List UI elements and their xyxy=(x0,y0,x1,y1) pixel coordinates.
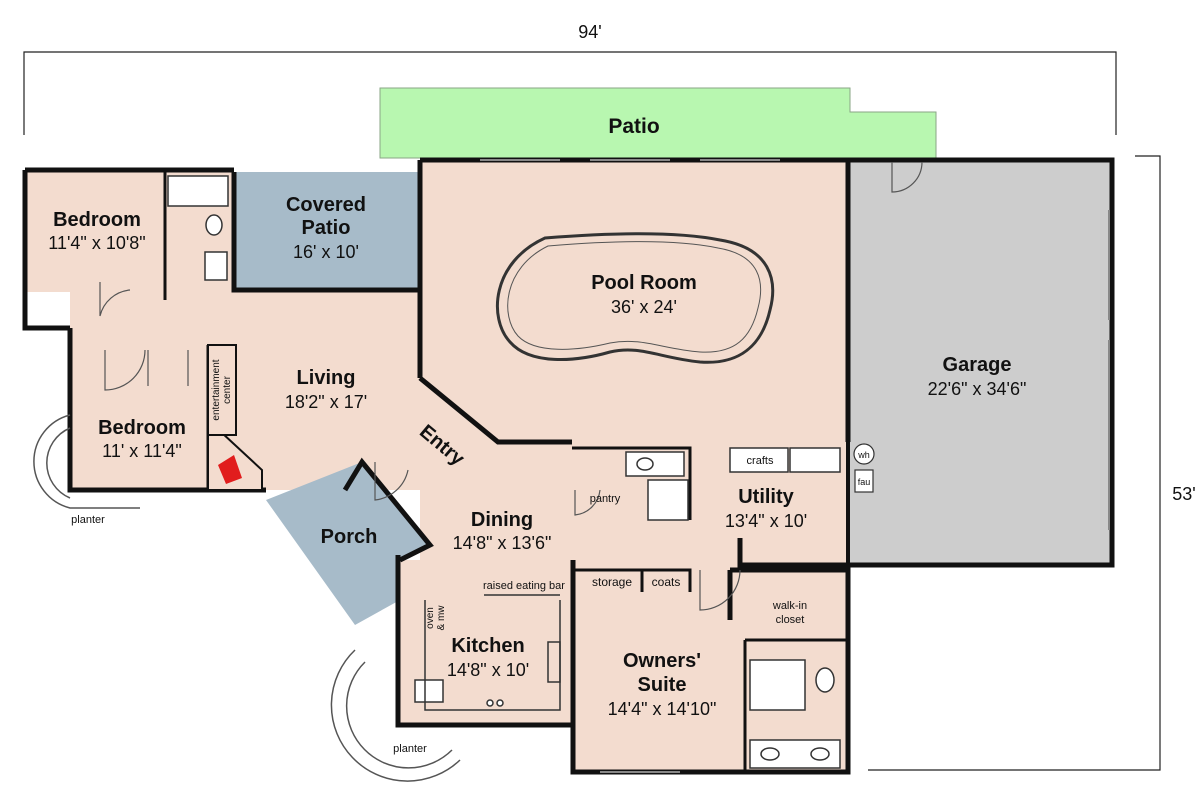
overall-width: 94' xyxy=(578,22,601,42)
crafts-label: crafts xyxy=(747,455,774,467)
pool-room-dims: 36' x 24' xyxy=(611,297,677,317)
patio-label: Patio xyxy=(608,115,659,138)
garage-dims: 22'6" x 34'6" xyxy=(928,379,1027,399)
garage-label: Garage xyxy=(943,354,1012,376)
bedroom2-label: Bedroom xyxy=(98,417,186,439)
kitchen-counters xyxy=(424,594,561,711)
owners-suite-label-2: Suite xyxy=(638,674,687,696)
porch-label: Porch xyxy=(321,526,378,548)
storage-label: storage xyxy=(592,575,632,589)
kitchen-dims: 14'8" x 10' xyxy=(447,660,529,680)
coats-label: coats xyxy=(652,575,681,589)
walk-in-closet-label-1: walk-in xyxy=(772,600,807,612)
pool-outline xyxy=(495,232,775,364)
entertainment-center-label-2: center xyxy=(222,375,233,403)
dining-label: Dining xyxy=(471,509,533,531)
fau-label: fau xyxy=(858,477,871,487)
living-label: Living xyxy=(297,367,356,389)
overall-dimension-lines xyxy=(23,51,1161,771)
bedroom1-label: Bedroom xyxy=(53,209,141,231)
oven-label-1: oven xyxy=(425,607,436,629)
utility-dims: 13'4" x 10' xyxy=(725,511,807,531)
bedroom1-dims: 11'4" x 10'8" xyxy=(48,233,145,253)
bathroom-fixtures xyxy=(167,175,229,281)
owners-suite-dims: 14'4" x 14'10" xyxy=(608,699,717,719)
patio-area xyxy=(379,87,937,159)
bedroom2-dims: 11' x 11'4" xyxy=(102,441,182,461)
wh-label: wh xyxy=(857,450,870,460)
kitchen-label: Kitchen xyxy=(451,635,524,657)
pool-inner-outline xyxy=(507,241,762,353)
living-dims: 18'2" x 17' xyxy=(285,392,367,412)
oven-label-2: & mw xyxy=(436,605,447,631)
door-swings xyxy=(99,161,923,611)
owners-suite-label-1: Owners' xyxy=(623,650,701,672)
planter-left-label: planter xyxy=(71,514,105,526)
garage-area xyxy=(848,162,1112,565)
dining-dims: 14'8" x 13'6" xyxy=(453,533,552,553)
pool-room-label: Pool Room xyxy=(591,272,697,294)
overall-depth: 53' xyxy=(1172,484,1195,504)
planter-bottom-label: planter xyxy=(393,743,427,755)
raised-eating-bar-label: raised eating bar xyxy=(483,580,565,592)
covered-patio-label-1: Covered xyxy=(286,194,366,216)
entertainment-center xyxy=(207,344,237,436)
window-marks xyxy=(480,159,1110,773)
covered-patio-label-2: Patio xyxy=(302,217,351,239)
covered-patio-area xyxy=(234,172,420,290)
walk-in-closet-label-2: closet xyxy=(776,614,805,626)
utility-label: Utility xyxy=(738,486,794,508)
pantry-label: pantry xyxy=(590,493,621,505)
planters xyxy=(33,414,461,782)
fixtures xyxy=(414,447,841,769)
walls xyxy=(22,157,1115,775)
porch-area xyxy=(266,462,430,625)
entertainment-center-label-1: entertainment xyxy=(211,359,222,420)
wh-fau-units xyxy=(853,443,875,493)
fireplace xyxy=(207,417,263,491)
covered-patio-dims: 16' x 10' xyxy=(293,242,359,262)
